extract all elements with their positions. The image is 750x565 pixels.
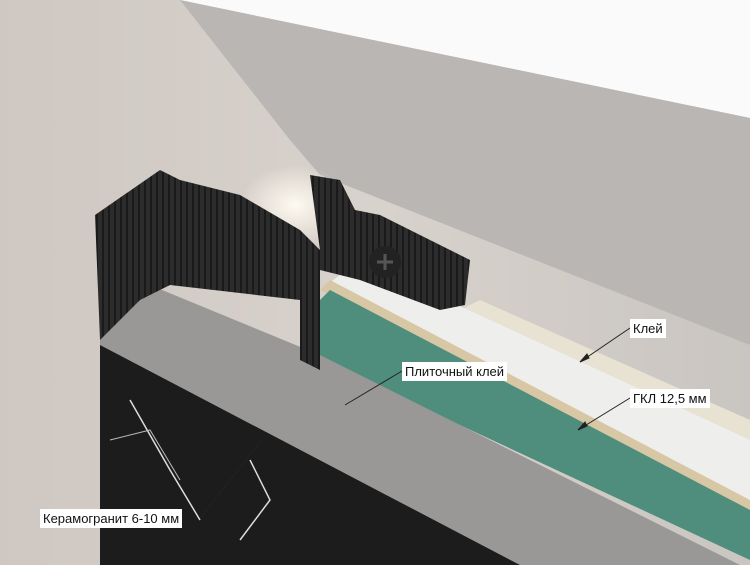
label-glue: Клей [630, 319, 666, 338]
profile-right-part [310, 175, 470, 310]
gray-plane [180, 0, 750, 345]
tile-adhesive [100, 285, 740, 565]
label-porcelain: Керамогранит 6-10 мм [40, 509, 183, 528]
label-drywall: ГКЛ 12,5 мм [630, 389, 710, 408]
label-tile-adhesive: Плиточный клей [402, 362, 508, 381]
drywall-core [320, 290, 750, 560]
aluminium-profile [95, 170, 320, 370]
porcelain-tile [100, 345, 520, 565]
